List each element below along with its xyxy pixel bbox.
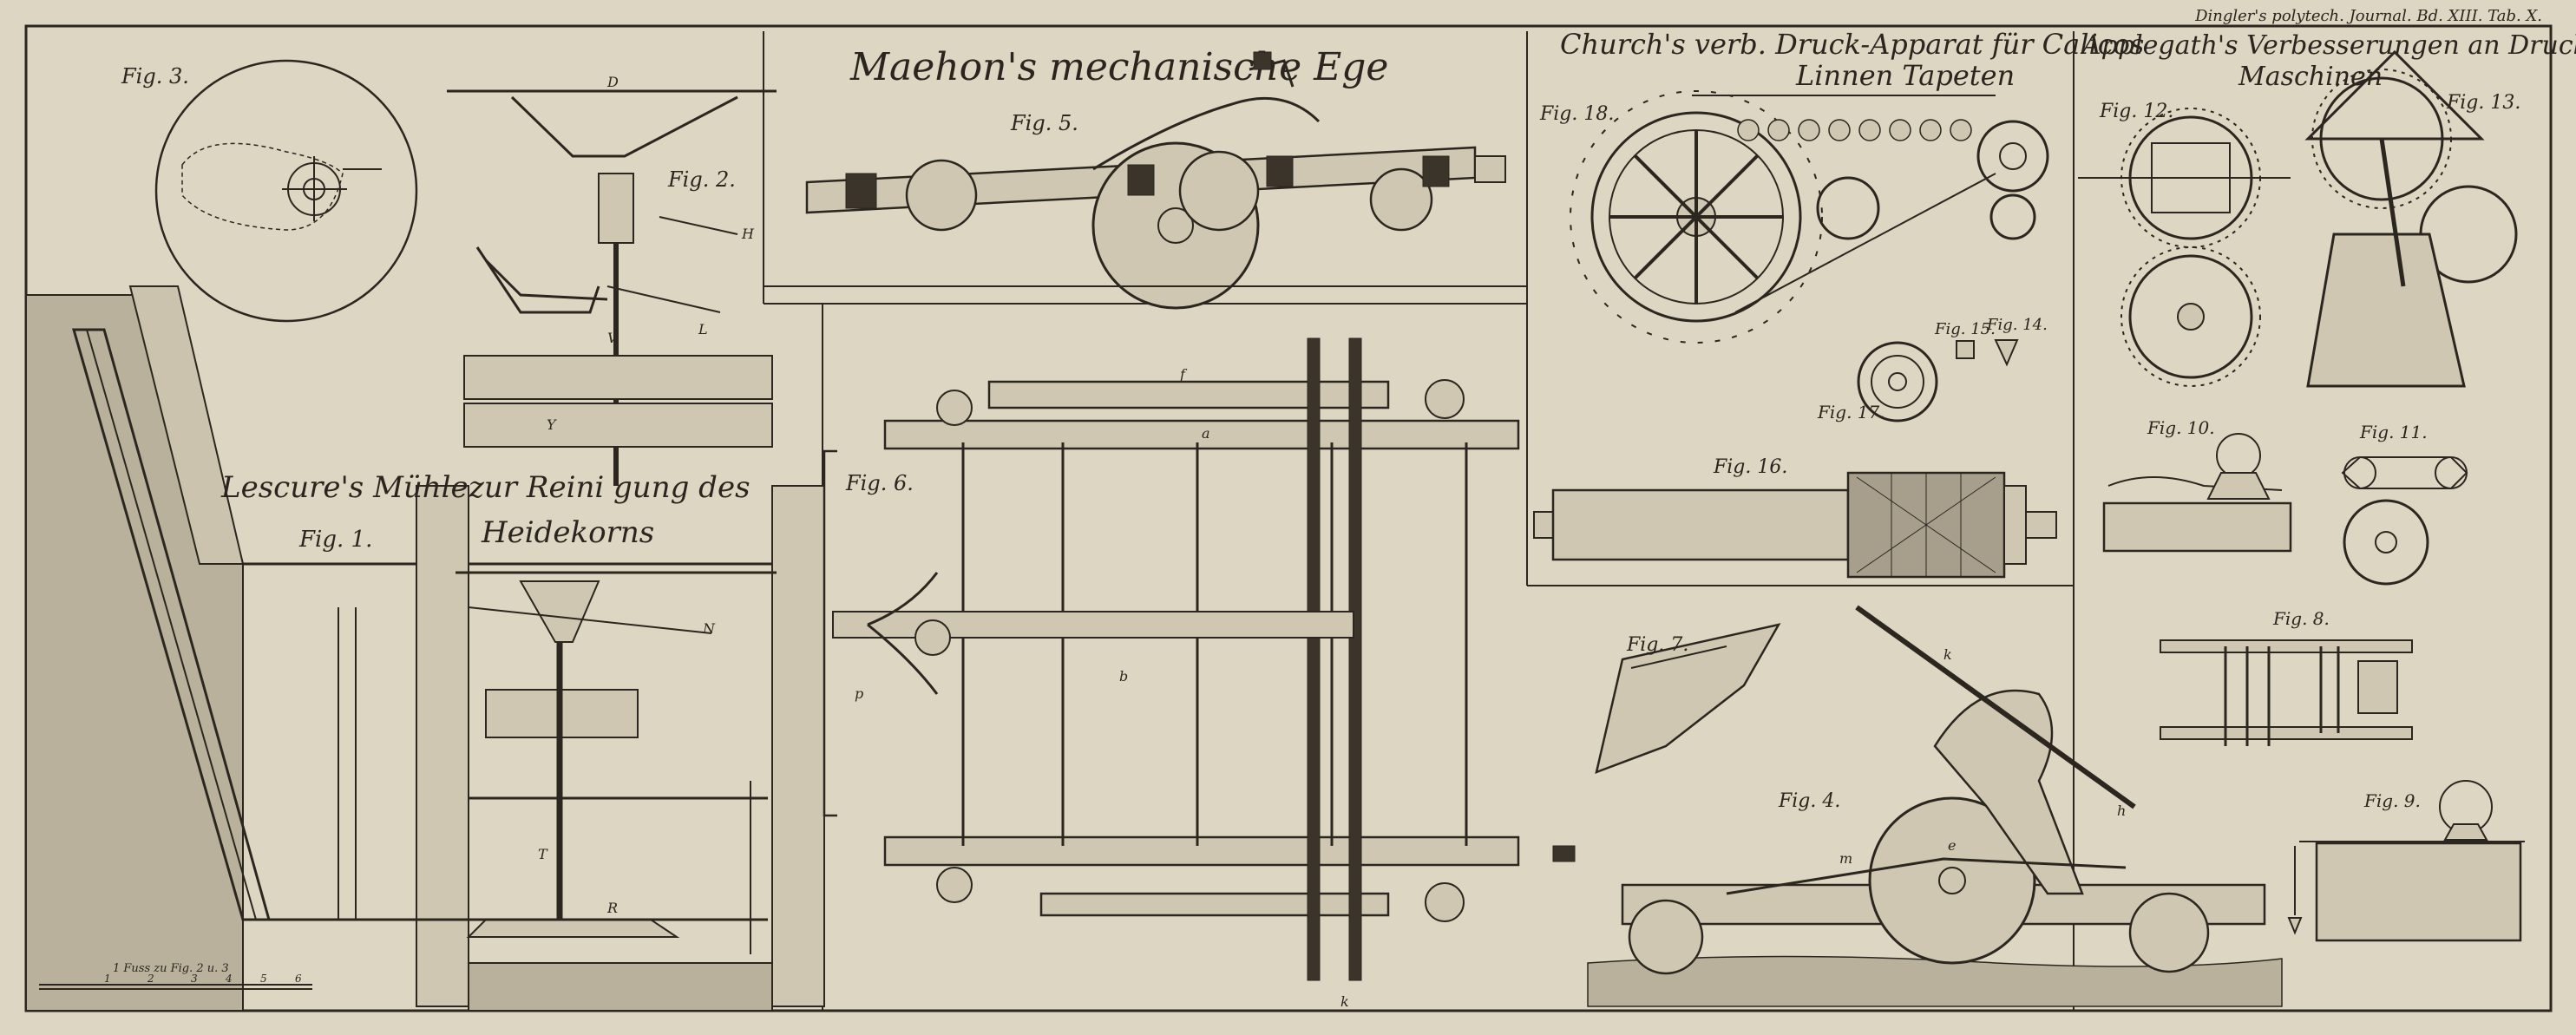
scale-number-6: 6	[295, 973, 302, 985]
scale-bar	[39, 984, 312, 990]
fig10-label: Fig. 10.	[2147, 417, 2215, 438]
fig3-label: Fig. 3.	[121, 64, 189, 88]
letter-L-fig2: L	[698, 321, 708, 337]
title-lescure-part2: zur Reini gung des	[468, 470, 751, 505]
letter-h-fig4: h	[2117, 802, 2126, 819]
fig13-drawing	[2304, 49, 2518, 388]
letter-T-fig1: T	[538, 846, 548, 862]
title-church-line1: Church's verb. Druck-Apparat für Calicos	[1560, 28, 2144, 61]
fig1-drawing	[25, 285, 825, 1012]
scale-number-3: 3	[191, 973, 198, 985]
title-applegath-line1: Applegath's Verbesserungen an Druck-	[2080, 30, 2576, 61]
fig6-label: Fig. 6.	[845, 471, 914, 495]
fig15-label: Fig. 15.	[1934, 320, 1996, 338]
fig2-drawing	[447, 89, 777, 486]
fig18-drawing	[1570, 90, 2049, 344]
fig2-label: Fig. 2.	[667, 167, 736, 192]
fig17-label: Fig. 17.	[1817, 402, 1885, 423]
fig13-label: Fig. 13.	[2446, 92, 2520, 114]
letter-V-fig2: V	[607, 330, 619, 346]
panel-dividers	[763, 31, 2075, 1011]
scale-number-5: 5	[260, 973, 267, 985]
fig16-drawing	[1533, 471, 2057, 579]
fig10-drawing	[2102, 433, 2292, 553]
scale-label: 1 Fuss zu Fig. 2 u. 3	[113, 962, 229, 975]
title-lescure-part1: Lescure's Mühle	[220, 470, 469, 505]
fig14-drawing	[1994, 339, 2019, 367]
letter-D-fig2: D	[606, 74, 619, 90]
scale-number-1: 1	[104, 973, 111, 985]
fig16-label: Fig. 16.	[1713, 456, 1787, 478]
letter-k-fig6: k	[1340, 993, 1349, 1010]
fig9-label: Fig. 9.	[2363, 790, 2421, 811]
letter-p-fig6: p	[855, 685, 863, 702]
letter-a-fig6: a	[1202, 425, 1210, 442]
letter-f-fig6: f	[1179, 366, 1188, 383]
letter-b-fig6: b	[1119, 668, 1128, 685]
letter-Y-fig2: Y	[547, 416, 557, 433]
title-maehon: Maehon's mechanische Ege	[849, 45, 1388, 89]
letter-k-fig4: k	[1943, 646, 1952, 663]
title-church-line2: Linnen Tapeten	[1795, 59, 2015, 92]
fig12-label: Fig. 12.	[2099, 101, 2173, 122]
fig4-drawing	[1552, 605, 2283, 1007]
fig5-label: Fig. 5.	[1010, 111, 1078, 135]
fig7-drawing	[1595, 623, 1781, 774]
letter-H-fig2: H	[741, 226, 755, 242]
fig12-drawing	[2078, 108, 2291, 387]
title-lescure-part3: Heidekorns	[481, 515, 654, 550]
journal-header: Dingler's polytech. Journal. Bd. XIII. T…	[2194, 7, 2542, 25]
fig5-drawing	[764, 51, 1527, 310]
letter-R-fig1: R	[606, 900, 618, 916]
fig11-label: Fig. 11.	[2359, 422, 2428, 442]
scale-number-4: 4	[225, 973, 233, 985]
fig8-label: Fig. 8.	[2272, 608, 2330, 629]
fig15-drawing	[1956, 340, 1975, 359]
fig6-drawing	[823, 337, 1520, 981]
fig3-drawing	[154, 59, 418, 323]
fig11-drawing	[2341, 456, 2468, 586]
fig18-label: Fig. 18.	[1539, 103, 1614, 125]
fig7-label: Fig. 7.	[1626, 634, 1688, 656]
letter-m-fig4: m	[1839, 850, 1852, 867]
fig8-drawing	[2160, 639, 2413, 746]
fig1-label: Fig. 1.	[298, 527, 372, 553]
fig4-label: Fig. 4.	[1778, 790, 1840, 812]
letter-N-fig1: N	[702, 620, 716, 637]
fig9-drawing	[2287, 780, 2525, 942]
fig17-drawing	[1857, 341, 1938, 423]
scale-number-2: 2	[147, 973, 154, 985]
fig14-label: Fig. 14.	[1986, 316, 2048, 334]
letter-e-fig4: e	[1948, 837, 1956, 854]
